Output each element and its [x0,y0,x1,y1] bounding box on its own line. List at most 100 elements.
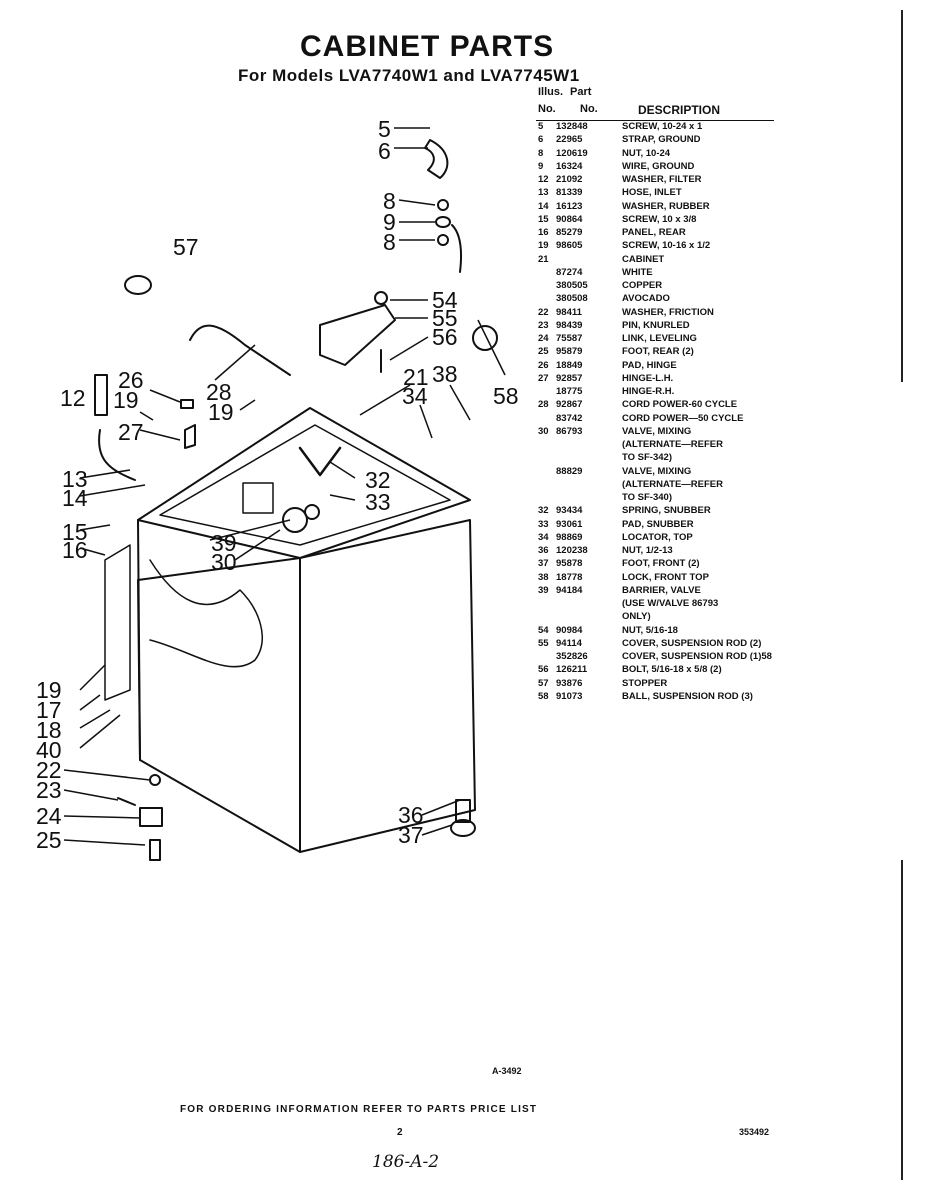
document-number: 353492 [739,1127,770,1137]
header-part-label: Part [570,86,592,98]
nut-lower [437,234,449,246]
description-cell: LOCATOR, TOP [622,531,693,543]
valve-barrier [242,482,274,514]
illus-no-cell: 19 [538,240,549,252]
illus-no-cell: 23 [538,319,549,331]
part-no-cell: 380508 [556,293,588,305]
illus-no-cell: 55 [538,637,549,649]
illus-no-cell [538,491,556,504]
snubber-spring [298,446,342,477]
callout-58: 58 [493,383,519,409]
description-cell: HINGE-L.H. [622,372,674,384]
cabinet-front-face [137,519,476,853]
illus-no-cell: 57 [538,677,549,689]
callout-12: 12 [60,385,86,411]
description-cell: AVOCADO [622,293,670,305]
illus-no-cell [538,292,556,305]
callout-36: 36 [398,802,424,828]
callout-25: 25 [36,827,62,853]
callout-9: 9 [383,209,396,235]
callout-17: 17 [36,697,62,723]
part-no-cell: 352826 [556,651,588,662]
illus-no-cell: 39 [538,584,549,596]
callout-5: 5 [378,116,391,142]
scan-edge-line-bottom [901,860,903,1180]
description-cell: STRAP, GROUND [622,134,701,146]
description-cell: PANEL, REAR [622,227,686,238]
part-no-cell: 98605 [556,240,583,252]
description-cell: NUT, 10-24 [622,147,671,159]
illus-no-cell: 54 [538,624,549,636]
part-no-cell: 132848 [556,121,588,132]
part-no-cell: 18849 [556,359,583,371]
nut-top [437,199,449,211]
part-no-cell: 16123 [556,200,583,212]
part-no-cell: 94114 [556,637,582,649]
table-row: TO SF-342) [538,451,778,464]
cabinet-left-edge [137,519,141,761]
illus-no-cell: 56 [538,664,549,676]
description-cell: TO SF-340) [622,492,672,503]
table-row: 24 75587 LINK, LEVELING [538,332,778,345]
table-row: TO SF-340) [538,491,778,504]
part-no-cell: 22965 [556,134,583,146]
suspension-ball [472,325,498,351]
part-no-cell: 94184 [556,584,583,596]
header-illus-label: Illus. [538,86,564,98]
illus-no-cell: 24 [538,333,549,344]
table-row: (USE W/VALVE 86793 [538,597,778,610]
ground-strap [424,139,449,179]
description-cell: (USE W/VALVE 86793 [622,598,719,609]
callout-19-a: 19 [113,387,139,413]
knurled-pin [117,797,136,806]
callout-8-upper: 8 [383,188,396,214]
part-no-cell: 83742 [556,412,583,424]
callout-40: 40 [36,737,62,763]
illus-no-cell: 37 [538,558,549,570]
front-foot-base [450,819,476,837]
table-row: 380508 AVOCADO [538,292,778,305]
illus-no-cell: 26 [538,359,549,371]
description-cell: SCREW, 10-24 x 1 [622,121,703,132]
part-no-cell [556,451,622,464]
illus-no-cell [538,610,556,623]
part-no-cell: 93434 [556,505,583,517]
part-no-cell [556,253,622,266]
callout-19-b: 19 [208,399,234,425]
description-cell: ONLY) [622,611,651,623]
description-cell: LINK, LEVELING [622,333,697,344]
illus-no-cell: 15 [538,213,549,225]
illus-no-cell [538,412,556,425]
illus-no-cell: 30 [538,425,549,437]
part-no-cell: 75587 [556,333,583,344]
cabinet-top-outline [137,407,471,559]
description-cell: BOLT, 5/16-18 x 5/8 (2) [622,664,722,676]
illus-no-cell: 34 [538,531,549,543]
description-cell: BALL, SUSPENSION ROD (3) [622,690,753,702]
illus-no-cell: 25 [538,346,549,358]
description-cell: WHITE [622,266,653,278]
parts-table-header: Illus. Part No. No. DESCRIPTION [538,86,778,120]
part-no-cell: 18778 [556,571,583,583]
handwritten-note: 186-A-2 [372,1152,440,1172]
illus-no-cell [538,266,556,279]
illus-no-cell: 38 [538,571,549,583]
callout-22: 22 [36,757,62,783]
